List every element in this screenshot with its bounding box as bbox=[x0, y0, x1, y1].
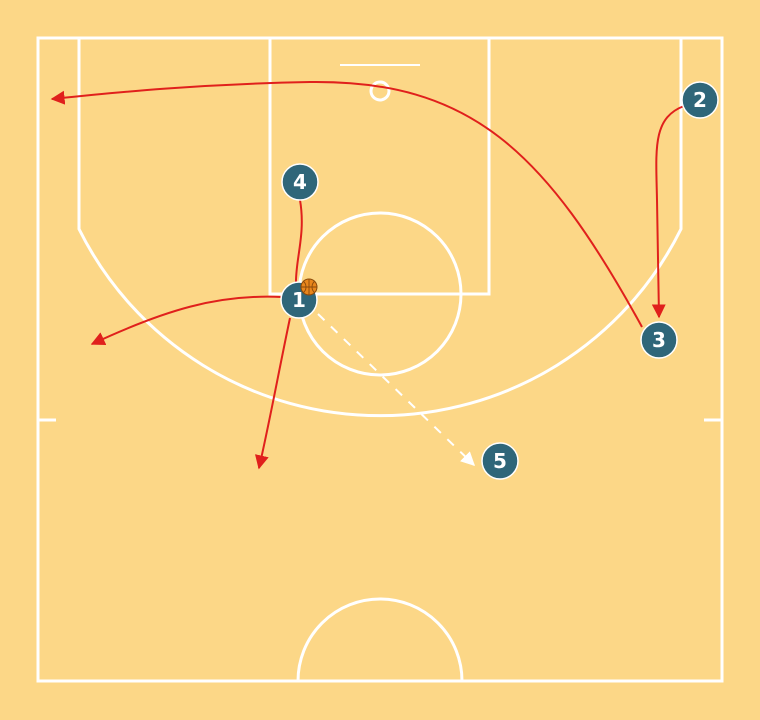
player-5-marker bbox=[481, 442, 519, 480]
player-4[interactable]: 4 bbox=[281, 163, 319, 201]
player-2-marker bbox=[681, 81, 719, 119]
player-2[interactable]: 2 bbox=[681, 81, 719, 119]
cut-arrow-4-to-post bbox=[294, 199, 303, 286]
basketball-icon bbox=[300, 278, 318, 296]
center-circle bbox=[296, 597, 464, 682]
play-actions bbox=[50, 80, 685, 470]
player-5-label: 5 bbox=[493, 449, 507, 473]
basket-rim bbox=[369, 80, 391, 102]
player-3-marker bbox=[640, 321, 678, 359]
player-4-marker bbox=[281, 163, 319, 201]
court-lines bbox=[36, 36, 724, 683]
cut-arrow-2-to-wing bbox=[651, 105, 685, 319]
player-4-label: 4 bbox=[293, 170, 307, 194]
player-1-label: 1 bbox=[292, 288, 306, 312]
cut-arrow-3-to-left-corner bbox=[50, 80, 643, 328]
player-3-label: 3 bbox=[652, 328, 666, 352]
three-point-line bbox=[77, 38, 683, 418]
player-2-label: 2 bbox=[693, 88, 707, 112]
dribble-arrow-1-left bbox=[90, 295, 283, 346]
player-3[interactable]: 3 bbox=[640, 321, 678, 359]
free-throw-lane bbox=[268, 36, 491, 296]
cut-arrow-1-down bbox=[254, 317, 291, 470]
player-5[interactable]: 5 bbox=[481, 442, 519, 480]
pass-arrow-1-to-5 bbox=[317, 313, 476, 466]
